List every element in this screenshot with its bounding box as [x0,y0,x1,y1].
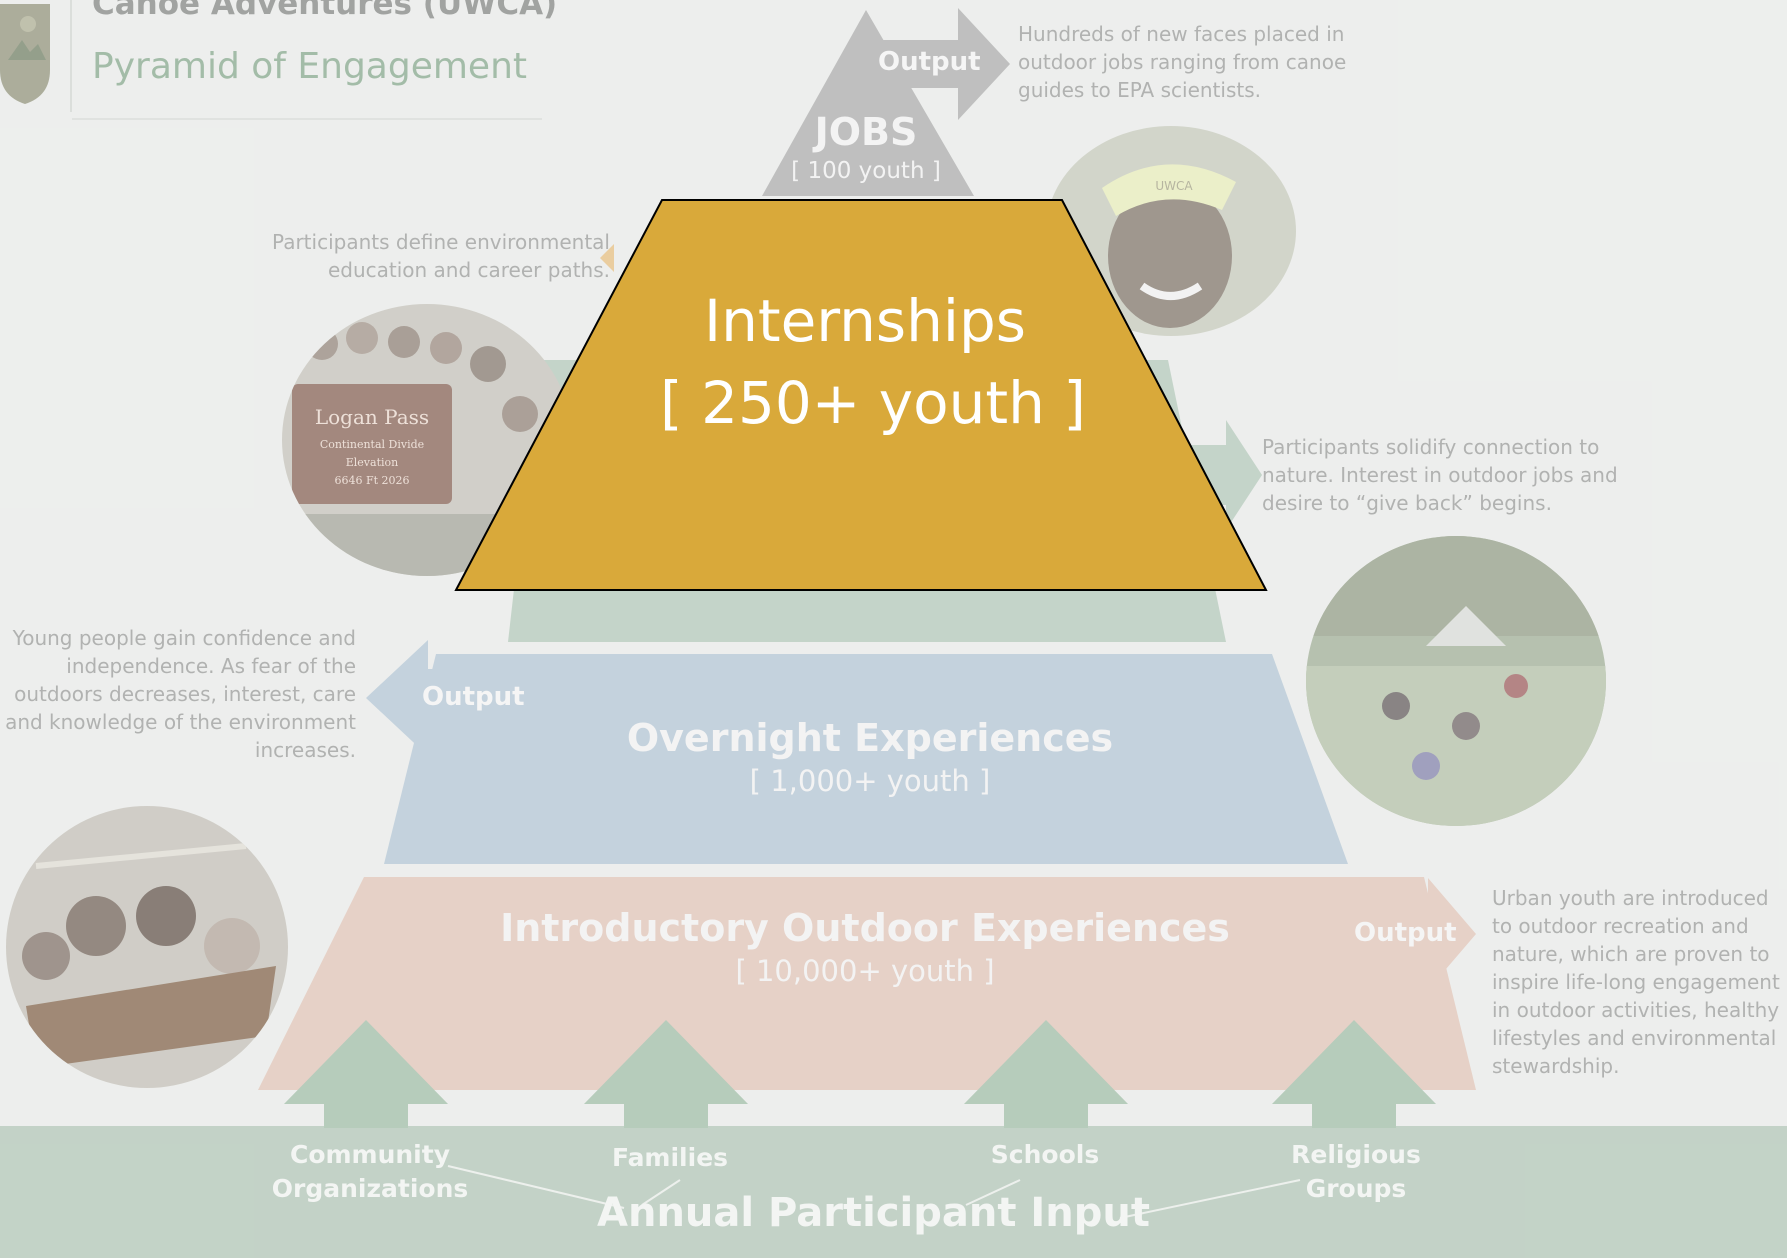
input-arrow-families [584,1020,748,1128]
header-divider [70,0,72,112]
overnight-tier-title: Overnight Experiences [626,716,1114,760]
connector-line [1119,1179,1301,1219]
input-arrow-religious [1272,1020,1436,1128]
intro-output-label: Output [1354,918,1457,948]
input-label-community: Community Organizations [270,1138,470,1206]
page-subtitle: Pyramid of Engagement [92,46,528,87]
intro-description: Urban youth are introduced to outdoor re… [1492,886,1780,1078]
overnight-output-arrow [366,640,524,756]
connector-line [965,1179,1021,1206]
internships-highlight-text: Internships [ 250+ youth ] [660,280,1086,444]
overnight-description: Young people gain confidence and indepen… [5,626,356,762]
solidify-description: Participants solidify connection to natu… [1262,435,1618,515]
internships-highlight-title: Internships [703,287,1026,355]
input-label-schools: Schools [990,1140,1100,1169]
internships-output-arrow [600,244,614,272]
overnight-output-label: Output [422,682,525,712]
intro-output-arrow [1346,878,1476,990]
intro-tier [258,877,1476,1090]
photo-sign-line1: Logan Pass [315,405,429,429]
jobs-description: Hundreds of new faces placed in outdoor … [1018,22,1347,102]
internships-highlight-shape [454,199,1268,591]
input-label-religious-line1: Religious [1291,1140,1421,1169]
intro-tier-count: [ 10,000+ youth ] [735,954,995,988]
overnight-tier [384,654,1348,864]
connector-line [641,1179,681,1206]
jobs-output-label: Output [878,47,981,77]
canoe-photo [6,806,288,1088]
annual-participant-input-label: Annual Participant Input [597,1190,1150,1236]
photo-sign-line2: Continental Divide [320,438,424,451]
intro-tier-title: Introductory Outdoor Experiences [500,906,1230,950]
input-label-religious: Religious Groups [1266,1138,1446,1206]
jobs-tier [762,10,974,196]
photo-cap-text: UWCA [1155,179,1193,193]
jobs-tier-title: JOBS [814,110,918,154]
internships-description: Participants define environmental educat… [272,230,610,282]
input-label-families: Families [611,1143,729,1172]
input-label-community-line2: Organizations [271,1174,469,1203]
park-logo-icon [0,0,56,106]
input-label-religious-line2: Groups [1305,1174,1407,1203]
photo-sign-line3: Elevation [346,456,398,469]
header-rule [72,118,542,120]
input-label-community-line1: Community [289,1140,451,1169]
connector-line [447,1165,625,1209]
jobs-tier-count: [ 100 youth ] [791,158,941,184]
input-band [0,1126,1787,1258]
photo-sign-line4: 6646 Ft 2026 [334,474,409,487]
input-arrow-community [284,1020,448,1128]
input-arrow-schools [964,1020,1128,1128]
jobs-output-arrow [866,8,1010,120]
canoe-photo-image [6,806,288,1088]
overnight-tier-count: [ 1,000+ youth ] [749,764,991,798]
page-title: Canoe Adventures (UWCA) [92,0,558,22]
internships-highlight-count: [ 250+ youth ] [660,369,1086,437]
